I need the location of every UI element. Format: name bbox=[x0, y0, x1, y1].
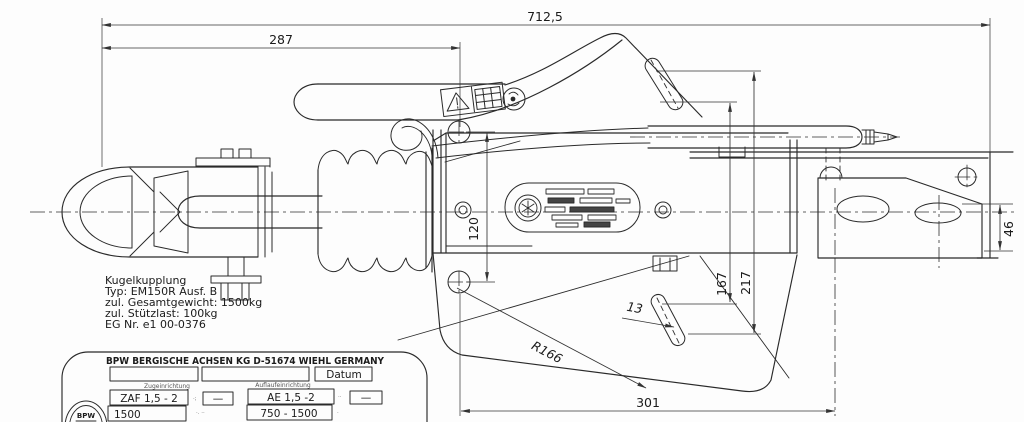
ball-coupling-head bbox=[61, 148, 323, 301]
nameplate-col-left-label: Zugeinrichtung bbox=[144, 383, 190, 390]
dimension-slot-upper: 217 bbox=[656, 70, 761, 335]
damper-tube bbox=[647, 125, 898, 185]
bellows bbox=[317, 147, 433, 273]
dim-slot-width-label: 13 bbox=[626, 299, 644, 317]
dimension-hole-to-bracket: 301 bbox=[459, 258, 836, 416]
nameplate-type-right: AE 1,5 -2 bbox=[267, 392, 315, 404]
dim-slot-upper-label: 217 bbox=[738, 271, 753, 295]
info-block: Kugelkupplung Typ: EM150R Ausf. B zul. G… bbox=[104, 274, 262, 331]
nameplate-col-right-label: Auflaufeinrichtung bbox=[255, 382, 311, 389]
housing-type-plate bbox=[504, 182, 641, 233]
info-line-3: zul. Gesamtgewicht: 1500kg bbox=[105, 296, 262, 309]
nameplate-type-left: ZAF 1,5 - 2 bbox=[120, 393, 178, 405]
dim-hole-spacing-label: 120 bbox=[466, 217, 481, 241]
dim-slot-lower-label: 167 bbox=[714, 272, 729, 296]
nameplate-mark-1: ·; bbox=[193, 396, 197, 402]
mounting-console bbox=[689, 151, 1014, 259]
nameplate-mark-2: ·· bbox=[338, 394, 342, 400]
centerlines bbox=[30, 121, 1016, 296]
info-line-2: Typ: EM150R Ausf. B bbox=[104, 285, 217, 298]
dimension-overall-length: 712,5 bbox=[101, 9, 991, 167]
nameplate-mark-4: · bbox=[337, 410, 339, 416]
info-line-4: zul. Stützlast: 100kg bbox=[105, 307, 218, 320]
dimension-bracket-height: 46 bbox=[962, 203, 1016, 252]
warning-triangle-icon bbox=[446, 92, 470, 112]
nameplate-mark-3: ·. ·· bbox=[196, 410, 205, 416]
bpw-logo-text: BPW bbox=[77, 412, 95, 420]
nameplate: BPW BERGISCHE ACHSEN KG D-51674 WIEHL GE… bbox=[61, 351, 428, 422]
info-line-5: EG Nr. e1 00-0376 bbox=[105, 318, 206, 331]
dimension-slot-lower: 167 bbox=[660, 101, 737, 305]
nameplate-dash-left: — bbox=[213, 393, 224, 405]
dim-hole-to-bracket-label: 301 bbox=[636, 395, 660, 410]
dimension-coupling-to-hole: 287 bbox=[101, 32, 461, 127]
nameplate-value-right: 750 - 1500 bbox=[260, 408, 317, 420]
dim-bracket-height-label: 46 bbox=[1001, 221, 1016, 237]
dimension-hole-spacing: 120 bbox=[466, 131, 495, 283]
nameplate-value-left: 1500 bbox=[114, 409, 141, 421]
bpw-logo-icon: BPW bbox=[64, 400, 108, 422]
info-line-1: Kugelkupplung bbox=[105, 274, 186, 287]
housing bbox=[432, 120, 798, 294]
dim-overall-length-label: 712,5 bbox=[527, 9, 563, 24]
nameplate-manufacturer: BPW BERGISCHE ACHSEN KG D-51674 WIEHL GE… bbox=[106, 356, 385, 367]
dimension-radius: R166 bbox=[456, 287, 647, 389]
breakaway-hook-icon bbox=[390, 118, 439, 159]
lower-bracket bbox=[397, 252, 798, 393]
dimension-slot-width: 13 bbox=[621, 299, 675, 328]
hand-lever bbox=[293, 32, 703, 159]
load-table-icon bbox=[474, 86, 503, 110]
dim-coupling-to-hole-label: 287 bbox=[269, 32, 293, 47]
warning-label bbox=[440, 81, 506, 118]
nameplate-dash-right: — bbox=[361, 392, 372, 404]
round-pictogram-icon bbox=[502, 87, 526, 111]
nameplate-date-label: Datum bbox=[326, 369, 362, 381]
